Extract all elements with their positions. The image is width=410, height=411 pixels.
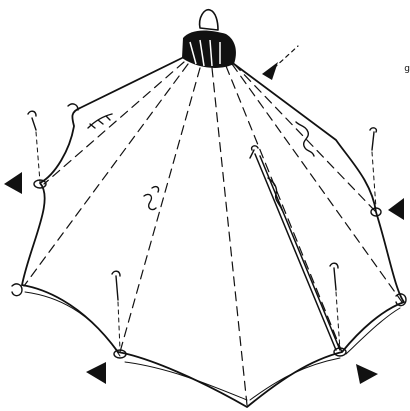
arrow — [356, 364, 378, 384]
arrow — [388, 198, 404, 220]
arrow — [86, 362, 106, 384]
stake — [370, 128, 376, 208]
arrows — [4, 46, 404, 384]
tent-hem — [25, 292, 400, 400]
stake — [250, 146, 258, 158]
arrow — [4, 172, 22, 194]
stake — [112, 271, 120, 350]
stake — [12, 284, 22, 296]
tent-outline — [22, 58, 404, 407]
arrow — [262, 46, 298, 80]
page-mark: g — [404, 64, 410, 74]
tent-top-vent — [182, 10, 236, 68]
stake — [28, 111, 40, 182]
fabric-ties — [88, 114, 314, 210]
inner-pole — [255, 154, 340, 350]
